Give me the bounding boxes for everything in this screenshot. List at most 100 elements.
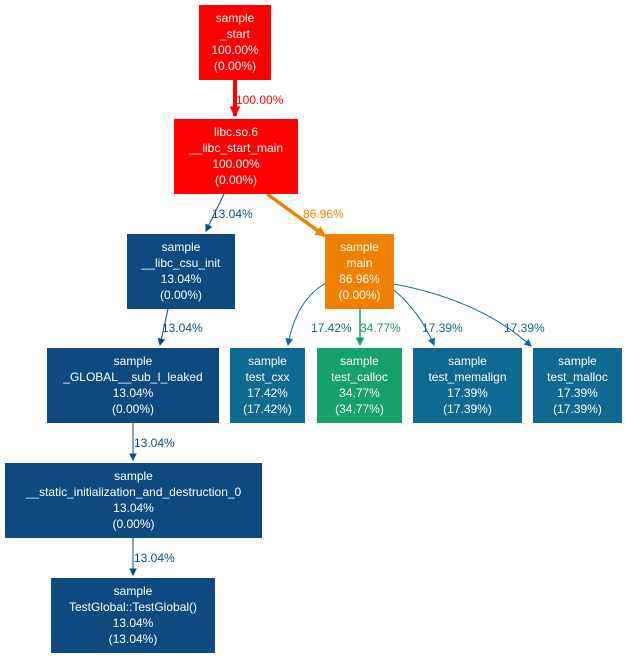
node-module-label: libc.so.6 (214, 125, 258, 139)
node-self-percent: (0.00%) (215, 173, 257, 187)
node-main[interactable]: sample main 86.96% (0.00%) (325, 234, 394, 309)
node-self-percent: (0.00%) (112, 517, 154, 531)
edge-arrowhead (129, 453, 137, 462)
node-box (47, 348, 219, 423)
node-self-percent: (17.39%) (553, 402, 602, 416)
edge-line (393, 289, 435, 346)
node-cumulative-percent: 13.04% (113, 501, 154, 515)
node-self-percent: (0.00%) (214, 59, 256, 73)
node-function-label: test_cxx (245, 370, 289, 384)
edge-arrowhead (285, 337, 293, 347)
node-libc_start_main[interactable]: libc.so.6 __libc_start_main 100.00% (0.00%) (174, 119, 298, 194)
node-test_memalign[interactable]: sample test_memalign 17.39% (17.39%) (413, 348, 522, 423)
edge-label: 13.04% (212, 207, 253, 221)
node-self-percent: (0.00%) (112, 402, 154, 416)
node-module-label: sample (558, 354, 597, 368)
node-function-label: test_malloc (547, 370, 608, 384)
node-module-label: sample (340, 240, 379, 254)
node-cumulative-percent: 86.96% (339, 272, 380, 286)
node-self-percent: (0.00%) (338, 288, 380, 302)
node-function-label: _GLOBAL__sub_I_leaked (62, 370, 202, 384)
edge-arrowhead (427, 337, 435, 347)
edge-label: 17.39% (504, 321, 545, 335)
edge-libc_start_main-to-main: 86.96% (265, 192, 344, 238)
node-function-label: test_memalign (428, 370, 506, 384)
node-function-label: __libc_start_main (188, 141, 283, 155)
node-box (533, 348, 622, 423)
node-box (325, 234, 394, 309)
node-function-label: TestGlobal::TestGlobal() (69, 600, 197, 614)
edge-label: 17.42% (311, 321, 352, 335)
node-test_calloc[interactable]: sample test_calloc 34.77% (34.77%) (317, 348, 402, 423)
node-cumulative-percent: 100.00% (212, 157, 260, 171)
node-function-label: _start (219, 27, 251, 41)
node-module-label: sample (114, 469, 153, 483)
node-cumulative-percent: 13.04% (161, 272, 202, 286)
node-function-label: test_calloc (331, 370, 388, 384)
node-cumulative-percent: 17.39% (557, 386, 598, 400)
edge-main-to-test_malloc: 17.39% (393, 283, 545, 347)
edge-line (265, 192, 327, 238)
node-test_malloc[interactable]: sample test_malloc 17.39% (17.39%) (533, 348, 622, 423)
node-function-label: __static_initialization_and_destruction_… (25, 485, 242, 499)
node-module-label: sample (448, 354, 487, 368)
node-module-label: sample (114, 584, 153, 598)
node-box (174, 119, 298, 194)
edge-line (205, 193, 225, 232)
node-cumulative-percent: 13.04% (113, 616, 154, 630)
edge-global_sub_leaked-to-static_init: 13.04% (129, 423, 175, 462)
node-self-percent: (13.04%) (109, 632, 158, 646)
node-module-label: sample (340, 354, 379, 368)
node-testglobal[interactable]: sampleTestGlobal::TestGlobal()13.04%(13.… (51, 578, 215, 653)
edges-layer: 100.00% 13.04% 86.96% 13.04% 17.42% 34.77% 17.… (129, 80, 545, 577)
edge-arrowhead (129, 568, 137, 577)
edge-arrowhead (523, 338, 532, 347)
edge-label: 13.04% (134, 436, 175, 450)
edge-line (393, 283, 532, 347)
edge-libc_start_main-to-libc_csu_init: 13.04% (205, 193, 253, 233)
edge-label: 13.04% (134, 551, 175, 565)
edge-arrowhead (314, 226, 326, 237)
edge-label: 17.39% (422, 321, 463, 335)
edge-main-to-test_cxx: 17.42% (285, 282, 352, 347)
edge-line (287, 282, 327, 346)
edge-main-to-test_calloc: 34.77% (355, 309, 401, 347)
edge-static_init-to-testglobal: 13.04% (129, 538, 175, 577)
node-self-percent: (34.77%) (335, 402, 384, 416)
node-box (127, 234, 235, 309)
node-self-percent: (0.00%) (160, 288, 202, 302)
node-cumulative-percent: 17.39% (447, 386, 488, 400)
node-box (51, 578, 215, 653)
node-self-percent: (17.39%) (443, 402, 492, 416)
edge-label: 100.00% (236, 93, 284, 107)
node-module-label: sample (216, 11, 255, 25)
node-box (199, 5, 271, 80)
node-libc_csu_init[interactable]: sample __libc_csu_init 13.04% (0.00%) (127, 234, 235, 309)
edge-label: 13.04% (162, 321, 203, 335)
node-module-label: sample (114, 354, 153, 368)
edge-arrowhead (355, 337, 365, 347)
node-box (5, 463, 262, 538)
node-function-label: __libc_csu_init (141, 256, 221, 270)
edge-arrowhead (157, 337, 166, 347)
node-box (413, 348, 522, 423)
node-static_init[interactable]: sample __static_initialization_and_destru… (5, 463, 262, 538)
node-global_sub_leaked[interactable]: sample _GLOBAL__sub_I_leaked 13.04% (0.00%) (47, 348, 219, 423)
edge-label: 86.96% (303, 207, 344, 221)
node-cumulative-percent: 13.04% (113, 386, 154, 400)
node-cumulative-percent: 34.77% (339, 386, 380, 400)
node-box (317, 348, 402, 423)
edge-arrowhead (205, 223, 213, 233)
edge-libc_csu_init-to-global_sub_leaked: 13.04% (157, 308, 203, 347)
node-module-label: sample (162, 240, 201, 254)
node-cumulative-percent: 17.42% (247, 386, 288, 400)
edge-start-to-libc_start_main: 100.00% (229, 80, 284, 118)
node-function-label: main (346, 256, 372, 270)
node-box (230, 348, 305, 423)
edge-arrowhead (229, 106, 241, 118)
nodes-layer: sample _start 100.00% (0.00%) libc.so.6 __lib… (5, 5, 622, 653)
edge-label: 34.77% (360, 321, 401, 335)
